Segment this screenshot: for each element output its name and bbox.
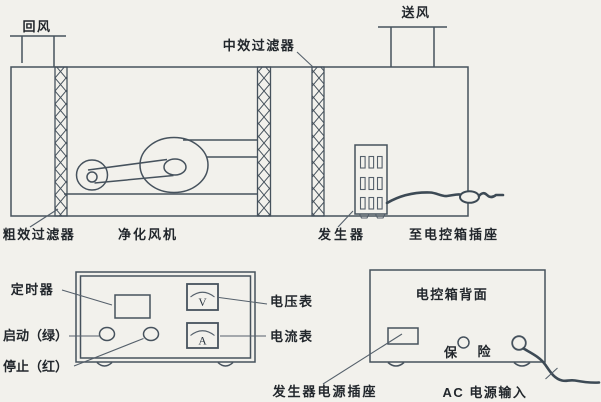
stop-label: 停止（红） — [3, 359, 68, 374]
ammeter-scale-arc — [190, 330, 215, 336]
coarse-filter-label: 粗效过滤器 — [3, 227, 76, 242]
fan-wheel — [139, 136, 209, 194]
coarse-filter — [54, 66, 68, 217]
generator-vent-slots — [359, 155, 383, 210]
return-air-duct — [10, 35, 66, 67]
voltmeter-gauge — [186, 283, 219, 311]
timer-display — [114, 294, 151, 319]
cable-plug — [459, 190, 480, 204]
start-label: 启动（绿） — [3, 328, 68, 343]
timer-label: 定时器 — [10, 282, 55, 297]
panel-feet — [96, 361, 234, 367]
control-box-title: 电控箱背面 — [416, 287, 489, 302]
ammeter-label: 电流表 — [270, 329, 314, 344]
generator-feet — [359, 213, 386, 219]
cord-break-slash — [545, 367, 558, 380]
voltmeter-symbol: V — [198, 297, 207, 309]
generator-power-socket — [387, 327, 419, 345]
medium-filter-leader-line — [296, 51, 314, 68]
ammeter-symbol: A — [198, 336, 207, 348]
fan-housing-lines — [64, 139, 258, 195]
control-box-feet — [387, 361, 531, 367]
generator-leader-line — [337, 210, 354, 228]
fuse-label-left: 保 — [443, 345, 458, 360]
coarse-filter-leader-line — [29, 208, 59, 228]
to-socket-label: 至电控箱插座 — [409, 227, 499, 242]
generator — [354, 144, 388, 219]
voltmeter-label: 电压表 — [270, 294, 314, 309]
cable-plug-cord — [477, 191, 505, 199]
panel-outer-frame — [75, 271, 256, 363]
air-handling-unit: 回风 送风 中效过滤器 粗效过滤器 净化风机 — [3, 5, 505, 242]
generator-socket-label: 发生器电源插座 — [271, 384, 377, 399]
ac-inlet — [511, 335, 527, 351]
ac-power-cord — [522, 347, 601, 384]
supply-air-label: 送风 — [400, 5, 430, 20]
generator-label: 发生器 — [317, 227, 366, 242]
mid-filter-inner — [256, 66, 272, 217]
motor-pulley — [75, 159, 109, 191]
generator-body — [354, 144, 388, 215]
start-button — [98, 326, 116, 342]
motor-pulley-shaft — [86, 171, 98, 183]
control-panel-front: V A 定时器 启动（绿） 停止（红） 电压表 电流表 — [3, 271, 314, 374]
stop-leader-line — [73, 337, 144, 367]
drive-belt — [87, 158, 174, 184]
fan-hub — [163, 158, 187, 176]
supply-air-duct — [378, 26, 447, 67]
socket-leader-line — [322, 333, 403, 385]
fan-label: 净化风机 — [118, 227, 178, 242]
generator-power-cable — [385, 191, 462, 205]
voltmeter-scale-arc — [190, 291, 215, 298]
control-box-frame — [369, 269, 546, 363]
timer-leader-line — [61, 289, 113, 306]
voltmeter-leader-line — [218, 296, 268, 305]
air-unit-housing — [10, 66, 469, 217]
control-box-back: 电控箱背面 保 险 发生器电源插座 AC 电源输入 — [271, 269, 601, 400]
stop-button — [142, 326, 160, 342]
ac-input-label: AC 电源输入 — [443, 385, 528, 400]
return-air-label: 回风 — [22, 19, 51, 34]
panel-inner-frame — [79, 275, 252, 359]
purification-fan — [64, 136, 258, 195]
ammeter-gauge — [186, 322, 219, 349]
fuse-label-right: 险 — [477, 344, 491, 359]
medium-filter — [311, 66, 325, 217]
fuse-holder — [457, 336, 470, 349]
medium-filter-label: 中效过滤器 — [223, 38, 296, 53]
